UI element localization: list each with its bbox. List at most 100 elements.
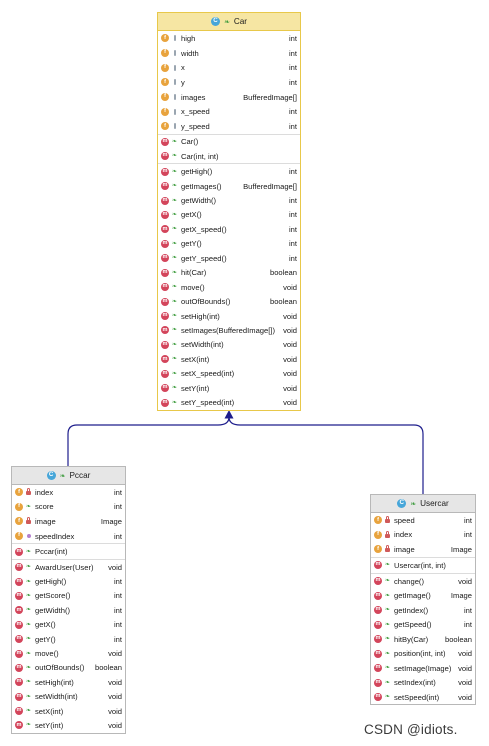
method-row[interactable]: m❧hit(Car)boolean — [158, 265, 300, 279]
method-row[interactable]: m❧getImage()Image — [371, 588, 475, 603]
public-leaf-icon: ❧ — [25, 578, 32, 585]
method-row[interactable]: m❧AwardUser(User)void — [12, 560, 125, 574]
method-icon: m — [161, 340, 169, 349]
method-name: getX() — [181, 210, 202, 220]
method-row[interactable]: m❧outOfBounds()boolean — [12, 661, 125, 675]
public-leaf-icon: ❧ — [384, 636, 391, 643]
method-row[interactable]: m❧setImages(BufferedImage[])void — [158, 323, 300, 337]
method-row[interactable]: m❧setHigh(int)void — [12, 675, 125, 689]
package-pin-icon — [171, 122, 178, 130]
public-leaf-icon: ❧ — [25, 693, 32, 700]
method-row[interactable]: m❧setX_speed(int)void — [158, 367, 300, 381]
method-row[interactable]: m❧getScore()int — [12, 589, 125, 603]
method-row[interactable]: m❧outOfBounds()boolean — [158, 294, 300, 308]
method-row[interactable]: m❧getImages()BufferedImage[] — [158, 179, 300, 193]
method-row[interactable]: m❧getWidth()int — [158, 193, 300, 207]
method-row[interactable]: m❧move()void — [12, 646, 125, 660]
method-icon: m — [161, 152, 169, 161]
field-name: score — [35, 502, 54, 512]
method-row[interactable]: m❧getIndex()int — [371, 603, 475, 618]
method-row[interactable]: m❧Usercar(int, int) — [371, 558, 475, 573]
method-row[interactable]: m❧setY(int)void — [158, 381, 300, 395]
method-name: setY(int) — [181, 383, 210, 393]
usercar-to-car-arrow — [228, 416, 424, 494]
method-row[interactable]: m❧setHigh(int)void — [158, 309, 300, 323]
leaf-icon: ❧ — [223, 18, 230, 26]
method-row[interactable]: m❧position(int, int)void — [371, 646, 475, 661]
public-leaf-icon: ❧ — [171, 269, 178, 276]
method-name: getWidth() — [35, 605, 71, 615]
field-name: y_speed — [181, 121, 210, 131]
method-row[interactable]: m❧setY_speed(int)void — [158, 395, 300, 409]
field-name: x — [181, 63, 185, 73]
method-name: setY(int) — [35, 720, 64, 730]
field-type: int — [463, 530, 472, 540]
method-row[interactable]: m❧setSpeed(int)void — [371, 690, 475, 705]
method-row[interactable]: m❧getSpeed()int — [371, 617, 475, 632]
method-row[interactable]: m❧Car() — [158, 135, 300, 149]
return-type: int — [288, 239, 297, 249]
field-type: BufferedImage[] — [243, 92, 297, 102]
field-type: int — [288, 121, 297, 131]
method-row[interactable]: m❧setWidth(int)void — [12, 689, 125, 703]
inheritance-arrowhead — [224, 410, 234, 419]
method-row[interactable]: m❧change()void — [371, 574, 475, 589]
method-row[interactable]: m❧setX(int)void — [12, 704, 125, 718]
method-row[interactable]: m❧hitBy(Car)boolean — [371, 632, 475, 647]
method-row[interactable]: m❧setX(int)void — [158, 352, 300, 366]
method-row[interactable]: m❧getHigh()int — [158, 164, 300, 178]
method-row[interactable]: m❧setImage(Image)void — [371, 661, 475, 676]
method-row[interactable]: m❧getHigh()int — [12, 574, 125, 588]
public-leaf-icon: ❧ — [171, 356, 178, 363]
method-row[interactable]: m❧getX_speed()int — [158, 222, 300, 236]
method-name: getHigh() — [35, 577, 67, 587]
return-type: boolean — [269, 297, 297, 307]
method-name: getX_speed() — [181, 224, 227, 234]
method-row[interactable]: m❧getY()int — [12, 632, 125, 646]
method-icon: m — [161, 239, 169, 248]
method-name: setWidth(int) — [181, 340, 224, 350]
method-name: Usercar(int, int) — [394, 560, 446, 570]
method-row[interactable]: m❧setIndex(int)void — [371, 675, 475, 690]
method-row[interactable]: m❧move()void — [158, 280, 300, 294]
field-icon: f — [15, 488, 23, 497]
method-name: getY_speed() — [181, 253, 227, 263]
method-row[interactable]: m❧getX()int — [12, 618, 125, 632]
return-type: int — [113, 634, 122, 644]
method-icon: m — [161, 225, 169, 234]
return-type: int — [113, 591, 122, 601]
method-row[interactable]: m❧setWidth(int)void — [158, 338, 300, 352]
return-type: void — [458, 663, 472, 673]
public-leaf-icon: ❧ — [171, 183, 178, 190]
method-row[interactable]: m❧getY()int — [158, 237, 300, 251]
method-row[interactable]: m❧Car(int, int) — [158, 149, 300, 163]
method-row[interactable]: m❧getX()int — [158, 208, 300, 222]
return-type: int — [288, 196, 297, 205]
field-type: int — [113, 531, 122, 541]
method-row[interactable]: m❧setY(int)void — [12, 718, 125, 732]
method-row[interactable]: m❧Pccar(int) — [12, 544, 125, 559]
field-icon: f — [161, 107, 169, 116]
method-name: setImages(BufferedImage[]) — [181, 325, 275, 335]
method-row[interactable]: m❧getY_speed()int — [158, 251, 300, 265]
field-name: x_speed — [181, 107, 210, 117]
method-row[interactable]: m❧getWidth()int — [12, 603, 125, 617]
field-icon: f — [161, 93, 169, 102]
